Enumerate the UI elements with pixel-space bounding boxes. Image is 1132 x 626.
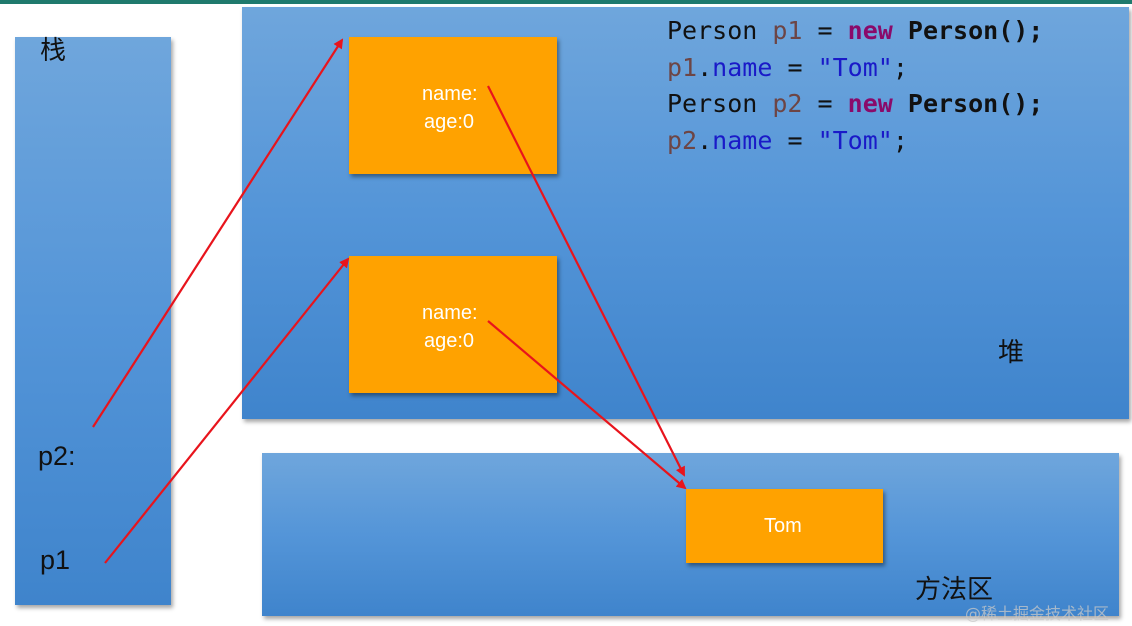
stack-var-p2: p2: [38,441,76,471]
code-var: p2 [667,126,698,155]
code-line-1: Person p1 = new Person(); [667,18,1043,43]
string-constant-text: Tom [764,515,802,537]
code-string: "Tom" [817,126,893,155]
stack-region [15,37,171,605]
code-var: p1 [667,53,698,82]
code-constructor: Person(); [907,16,1044,45]
code-op: = [787,126,803,155]
code-dot: . [697,53,713,82]
object-1-age-field: age:0 [424,111,475,133]
code-var: p1 [772,16,803,45]
code-end: ; [892,53,908,82]
code-field: name [712,53,773,82]
code-line-2: p1.name = "Tom"; [667,55,908,80]
code-type: Person [667,16,758,45]
person-object-2 [349,256,557,393]
code-field: name [712,126,773,155]
object-1-name-field: name: [422,83,478,105]
top-rule [0,0,1132,4]
code-keyword: new [847,16,893,45]
code-constructor: Person(); [907,89,1044,118]
stack-var-p1: p1 [40,545,71,575]
code-op: = [817,16,833,45]
code-dot: . [697,126,713,155]
code-end: ; [892,126,908,155]
code-op: = [817,89,833,118]
code-keyword: new [847,89,893,118]
object-2-age-field: age:0 [424,330,475,352]
watermark: @稀土掘金技术社区 [965,604,1110,623]
code-string: "Tom" [817,53,893,82]
code-op: = [787,53,803,82]
person-object-1 [349,37,557,174]
code-var: p2 [772,89,803,118]
string-constant-box [686,489,883,563]
method-area-label: 方法区 [915,575,994,605]
heap-label: 堆 [998,338,1025,368]
code-line-3: Person p2 = new Person(); [667,91,1043,116]
code-type: Person [667,89,758,118]
code-line-4: p2.name = "Tom"; [667,128,908,153]
object-2-name-field: name: [422,302,478,324]
stack-label: 栈 [40,36,67,66]
